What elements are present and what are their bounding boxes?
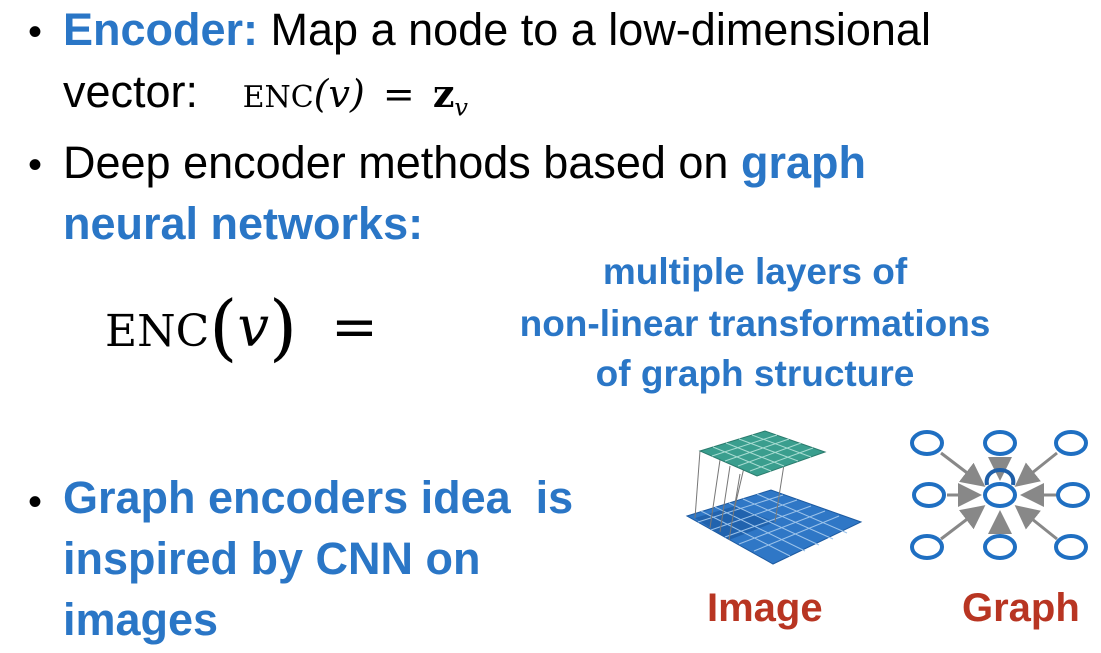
encoder-label: Encoder: xyxy=(63,4,259,55)
bullet1-line2: vector: ENC(v) = zv xyxy=(63,66,468,122)
formula-enc-large: ENC(v) = xyxy=(105,285,378,369)
enc-large-var: v xyxy=(237,295,270,360)
graph-illustration xyxy=(910,430,1090,560)
vector-label: vector: xyxy=(63,66,199,117)
encoder-text: Map a node to a low-dimensional xyxy=(270,4,931,55)
bullet3-line2: inspired by CNN on xyxy=(63,533,481,584)
bullet3-line1: Graph encoders idea is xyxy=(63,472,574,523)
enc-large-text: ENC xyxy=(105,306,210,357)
explanation-line-2: non-linear transformations xyxy=(519,303,991,344)
image-bottom-grid xyxy=(685,489,863,565)
formula-enc-z: ENC(v) = zv xyxy=(242,71,468,122)
enc-text: ENC xyxy=(242,80,314,115)
bullet2-text: Deep encoder methods based on xyxy=(63,137,729,188)
cnn-image-illustration xyxy=(685,430,863,565)
z-subscript: v xyxy=(454,93,468,122)
explanation-line-3: of graph structure xyxy=(595,353,915,394)
bullet-dot: • xyxy=(28,480,43,524)
projection-lines xyxy=(694,441,786,541)
bullet3-line3: images xyxy=(63,594,219,645)
graph-highlight: graph xyxy=(740,137,866,188)
graph-nodes xyxy=(910,430,1090,560)
explanation-line-1: multiple layers of xyxy=(602,251,908,292)
bullet2-line2: neural networks: xyxy=(63,198,424,249)
enc-eq: = xyxy=(382,72,415,116)
paren-close: ) xyxy=(269,285,298,369)
z-symbol: z xyxy=(432,71,455,116)
paren-open: ( xyxy=(209,285,238,369)
enc-var: (v) xyxy=(313,72,365,116)
bullet2-line1: Deep encoder methods based on graph xyxy=(63,137,866,189)
image-top-grid xyxy=(698,430,827,477)
graph-caption: Graph xyxy=(962,586,1080,630)
bullet-dot: • xyxy=(28,10,43,54)
graph-edges xyxy=(940,451,1058,541)
image-caption: Image xyxy=(707,586,823,630)
bullet1-line1: Encoder: Map a node to a low-dimensional xyxy=(63,4,931,56)
self-loop-edge xyxy=(984,468,1016,486)
bullet-dot: • xyxy=(28,143,43,187)
enc-large-eq: = xyxy=(330,295,378,360)
